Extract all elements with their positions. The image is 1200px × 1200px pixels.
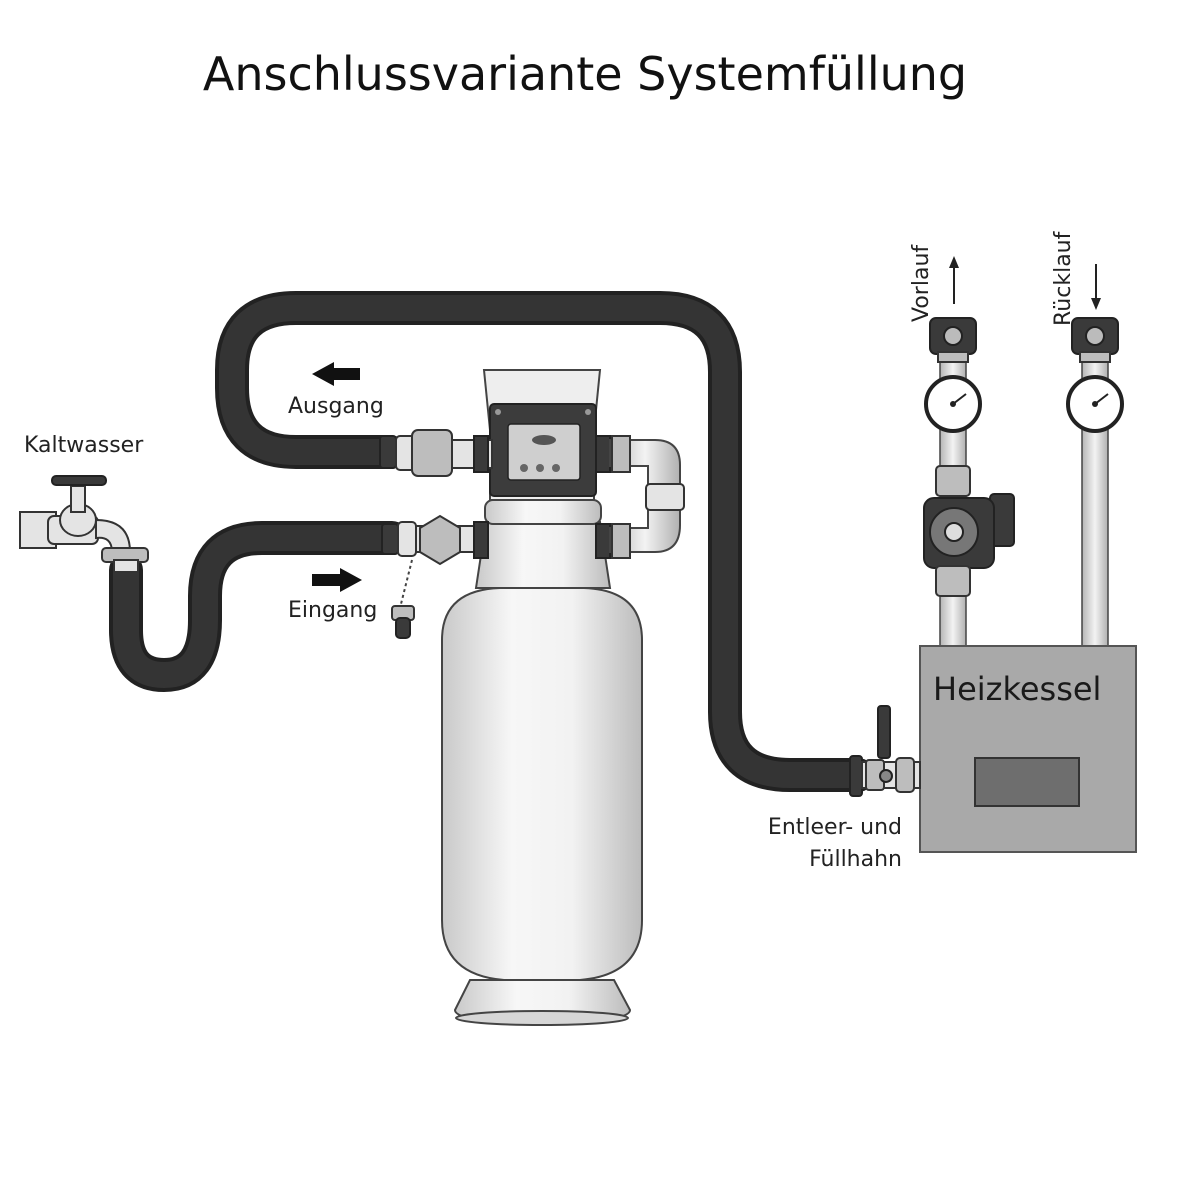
tap-handle-icon (51, 475, 107, 486)
cold-water-tap (19, 475, 149, 573)
outlet-fitting (379, 429, 493, 477)
bypass-valve-icon (419, 514, 461, 566)
drain-fill-label-line2: Füllhahn (809, 847, 902, 872)
input-arrow-icon (312, 568, 362, 592)
control-button-icon (536, 464, 544, 472)
return-valve-icon (1071, 317, 1119, 363)
supply-thermometer-icon (924, 375, 982, 433)
inlet-fitting (381, 514, 489, 639)
cold-water-label: Kaltwasser (24, 433, 144, 458)
control-button-icon (552, 464, 560, 472)
control-display (507, 423, 581, 481)
return-arrow-down-icon (1091, 264, 1101, 310)
return-label: Rücklauf (1051, 230, 1076, 326)
diagram-title: Anschlussvariante Systemfüllung (203, 47, 967, 101)
supply-valve-icon (929, 317, 977, 363)
drain-fill-label-line1: Entleer- und (768, 815, 902, 840)
control-head (482, 369, 602, 501)
control-button-icon (520, 464, 528, 472)
softener-tank (441, 499, 643, 1026)
circulation-pump-icon (923, 465, 1015, 597)
input-hose (109, 521, 409, 692)
output-arrow-icon (312, 362, 360, 386)
supply-arrow-up-icon (949, 256, 959, 304)
return-thermometer-icon (1066, 375, 1124, 433)
input-label: Eingang (288, 598, 377, 623)
output-label: Ausgang (288, 394, 384, 419)
boiler-label: Heizkessel (933, 670, 1101, 708)
bypass-loop (595, 435, 685, 559)
boiler-panel (974, 757, 1080, 807)
output-hose (215, 291, 875, 792)
logo-icon (532, 435, 556, 445)
drain-fill-valve-icon (849, 705, 921, 797)
boiler (919, 645, 1137, 853)
supply-label: Vorlauf (909, 244, 934, 322)
